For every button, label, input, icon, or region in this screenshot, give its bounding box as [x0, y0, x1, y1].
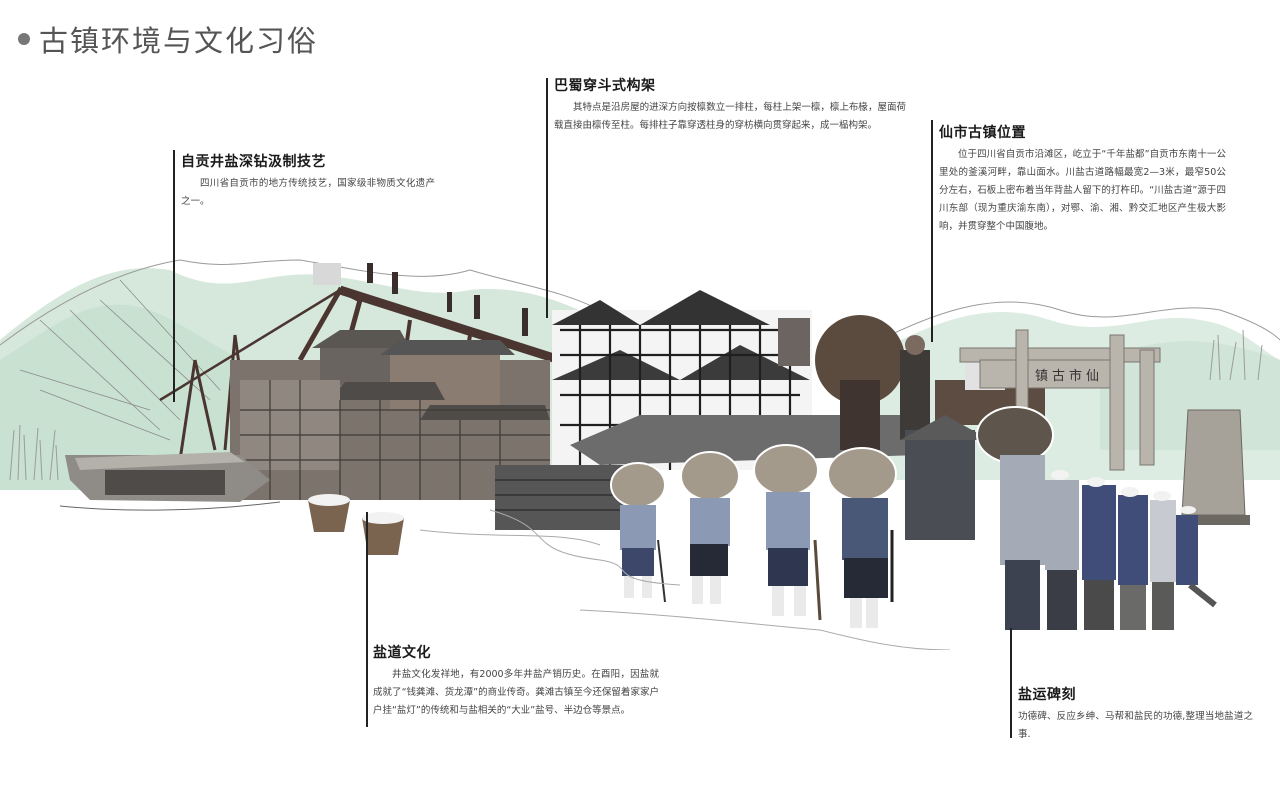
annotation-title: 自贡井盐深钻汲制技艺 [181, 154, 326, 170]
annotation-title: 巴蜀穿斗式构架 [554, 78, 656, 94]
annotation-title: 仙市古镇位置 [939, 125, 1026, 141]
page-title-text: 古镇环境与文化习俗 [39, 24, 319, 58]
leader-line-bashu-frame [546, 78, 548, 318]
annotation-body: 功德碑、反应乡绅、马帮和盐民的功德,整理当地盐道之事. [1018, 711, 1253, 740]
annotation-salt-road-culture: 盐道文化 井盐文化发祥地，有2000多年井盐产销历史。在酉阳，因盐就成就了“钱龚… [373, 642, 659, 720]
svg-text:镇古市仙: 镇古市仙 [1035, 368, 1103, 384]
collage-illustration: 镇古市仙 [0, 230, 1280, 656]
derrick-top [313, 263, 341, 285]
leader-line-stele [1010, 628, 1012, 738]
annotation-bashu-frame: 巴蜀穿斗式构架 其特点是沿房屋的进深方向按檩数立一排柱，每柱上架一檩，檩上布椽，… [554, 75, 906, 135]
stone-stele [1178, 409, 1250, 525]
leader-line-xianshi [931, 120, 933, 342]
annotation-body: 其特点是沿房屋的进深方向按檩数立一排柱，每柱上架一檩，檩上布椽，屋面荷载直接由檩… [554, 102, 906, 131]
half-timbered-houses [495, 290, 920, 530]
salt-porters-center [610, 444, 897, 628]
collage-svg: 镇古市仙 [0, 259, 1280, 656]
annotation-zigong-salt-well: 自贡井盐深钻汲制技艺 四川省自贡市的地方传统技艺，国家级非物质文化遗产之一。 [181, 151, 435, 211]
page-title: 古镇环境与文化习俗 [18, 18, 318, 60]
annotation-xianshi-location: 仙市古镇位置 位于四川省自贡市沿滩区，屹立于“千年盐都”自贡市东南十一公里处的釜… [939, 122, 1226, 236]
annotation-title: 盐道文化 [373, 645, 431, 661]
annotation-body: 位于四川省自贡市沿滩区，屹立于“千年盐都”自贡市东南十一公里处的釜溪河畔，靠山面… [939, 149, 1226, 232]
annotation-body: 四川省自贡市的地方传统技艺，国家级非物质文化遗产之一。 [181, 178, 435, 207]
annotation-salt-transport-stele: 盐运碑刻 功德碑、反应乡绅、马帮和盐民的功德,整理当地盐道之事. [1018, 684, 1253, 744]
leader-line-salt-road [366, 512, 368, 727]
annotation-body: 井盐文化发祥地，有2000多年井盐产销历史。在酉阳，因盐就成就了“钱龚滩、货龙潭… [373, 669, 659, 716]
salt-porters-right [976, 406, 1217, 630]
river-boat [59, 452, 281, 511]
salt-baskets [308, 494, 404, 555]
annotation-title: 盐运碑刻 [1018, 687, 1076, 703]
stone-gate [959, 329, 1161, 471]
leader-line-salt-well [173, 150, 175, 402]
bullet-icon [18, 33, 30, 45]
